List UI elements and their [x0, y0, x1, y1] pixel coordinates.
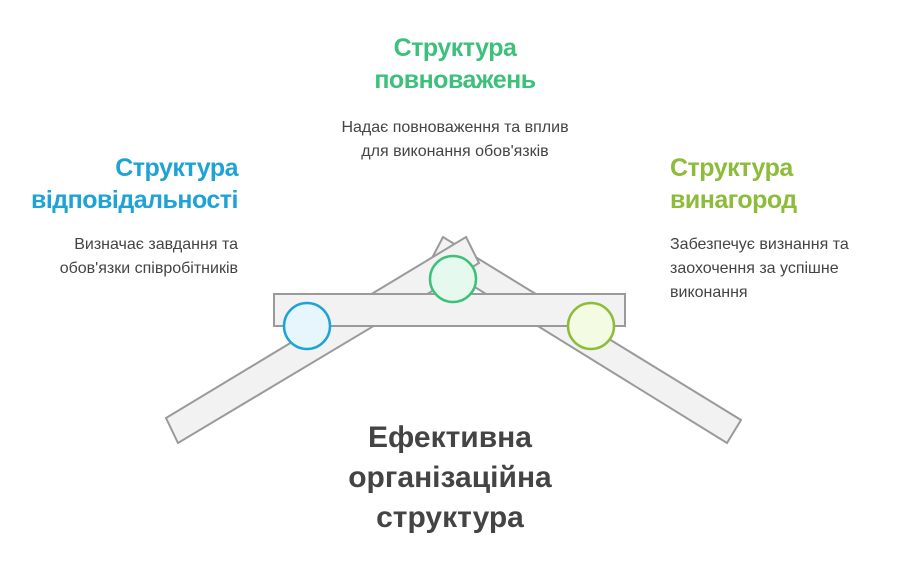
authority-node [428, 254, 478, 304]
responsibility-title: Структура відповідальності [30, 154, 239, 214]
authority-description: Надає повноваження та вплив для виконанн… [341, 119, 569, 160]
rewards-node [566, 301, 616, 351]
rewards-title: Структура винагород [670, 154, 797, 214]
rewards-description: Забезпечує визнання та заохочення за усп… [670, 236, 849, 301]
center-title: Ефективна організаційна структура [348, 421, 552, 534]
authority-title: Структура повноважень [374, 34, 536, 94]
responsibility-node [282, 301, 332, 351]
responsibility-description: Визначає завдання та обов'язки співробіт… [59, 236, 238, 277]
